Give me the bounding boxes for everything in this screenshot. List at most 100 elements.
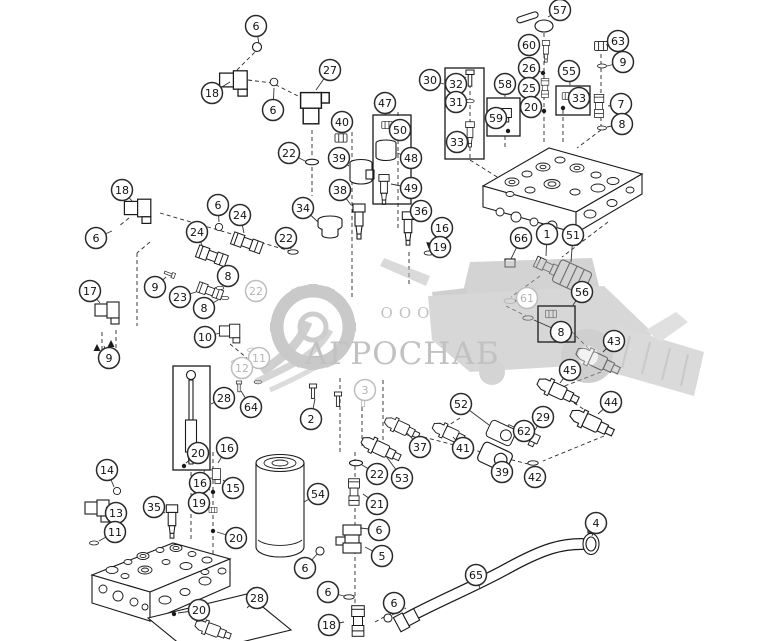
part-sensor — [541, 40, 551, 63]
part-oring — [597, 63, 607, 69]
callout-6: 6 — [316, 580, 340, 604]
part-bolt — [308, 383, 318, 399]
part-arrow — [92, 343, 102, 352]
callout-24: 24 — [185, 220, 209, 244]
svg-text:35: 35 — [147, 501, 161, 514]
svg-text:16: 16 — [220, 442, 234, 455]
callout-8: 8 — [610, 112, 634, 136]
callout-56: 56 — [570, 280, 594, 304]
watermark: ООО АГРОСНАБ — [254, 258, 704, 396]
callout-8: 8 — [216, 264, 240, 288]
callout-34: 34 — [291, 196, 315, 220]
callout-8: 8 — [192, 296, 216, 320]
part-dot — [181, 463, 187, 469]
callout-47: 47 — [373, 91, 397, 115]
callout-31: 31 — [444, 90, 468, 114]
watermark-company-prefix: ООО — [381, 304, 436, 322]
callout-38: 38 — [328, 178, 352, 202]
dashed-line — [573, 402, 589, 413]
svg-text:5: 5 — [379, 550, 386, 563]
callout-39: 39 — [327, 146, 351, 170]
callout-30: 30 — [418, 68, 442, 92]
callout-33: 33 — [567, 86, 591, 110]
dashed-line — [542, 435, 605, 462]
part-elbow — [123, 198, 152, 225]
part-fitting — [593, 94, 605, 118]
callout-18: 18 — [317, 613, 341, 637]
part-nut — [334, 133, 348, 143]
svg-text:54: 54 — [311, 488, 325, 501]
callout-10: 10 — [193, 325, 217, 349]
callout-18: 18 — [200, 81, 224, 105]
svg-text:65: 65 — [469, 569, 483, 582]
callout-36: 36 — [409, 199, 433, 223]
callout-33: 33 — [445, 130, 469, 154]
callout-49: 49 — [399, 176, 423, 200]
svg-text:53: 53 — [395, 472, 409, 485]
gear-icon — [270, 284, 356, 370]
svg-text:6: 6 — [215, 199, 222, 212]
svg-text:20: 20 — [191, 447, 205, 460]
part-oring — [215, 285, 225, 291]
part-dot — [210, 528, 216, 534]
svg-text:3: 3 — [362, 384, 369, 397]
part-fitting — [540, 78, 550, 98]
callout-50: 50 — [388, 118, 412, 142]
svg-text:23: 23 — [173, 291, 187, 304]
part-oring — [348, 459, 364, 467]
callout-9: 9 — [97, 346, 121, 370]
part-cap34 — [317, 215, 343, 239]
callout-5: 5 — [370, 544, 394, 568]
svg-text:24: 24 — [190, 226, 204, 239]
callout-66: 66 — [509, 226, 533, 250]
part-elbow — [218, 70, 248, 97]
callout-6: 6 — [84, 226, 108, 250]
svg-text:59: 59 — [489, 112, 503, 125]
part-tee — [335, 524, 362, 554]
callout-2: 2 — [299, 407, 323, 431]
svg-text:36: 36 — [414, 205, 428, 218]
svg-text:43: 43 — [607, 335, 621, 348]
callout-22: 22 — [274, 226, 298, 250]
callout-18: 18 — [110, 178, 134, 202]
part-oring — [304, 158, 320, 166]
watermark-company-name: АГРОСНАБ — [304, 336, 499, 372]
svg-text:22: 22 — [249, 285, 263, 298]
svg-text:14: 14 — [100, 464, 114, 477]
callout-63: 63 — [606, 29, 630, 53]
svg-text:7: 7 — [618, 98, 625, 111]
callout-17: 17 — [78, 279, 102, 303]
svg-text:25: 25 — [522, 82, 536, 95]
callout-20: 20 — [224, 526, 248, 550]
part-fitting — [194, 244, 230, 268]
svg-text:20: 20 — [524, 101, 538, 114]
dashed-line — [561, 221, 609, 258]
hose — [392, 538, 588, 633]
svg-text:11: 11 — [108, 526, 122, 539]
svg-text:6: 6 — [253, 20, 260, 33]
callout-19: 19 — [187, 491, 211, 515]
svg-text:62: 62 — [517, 425, 531, 438]
part-ring — [269, 77, 279, 87]
callout-11: 11 — [247, 346, 271, 370]
svg-text:6: 6 — [302, 562, 309, 575]
svg-text:33: 33 — [572, 92, 586, 105]
svg-text:8: 8 — [558, 326, 565, 339]
part-oring — [343, 594, 355, 600]
part-ring — [383, 613, 393, 623]
callout-27: 27 — [318, 58, 342, 82]
detail-box — [555, 85, 591, 116]
callout-6: 6 — [367, 518, 391, 542]
svg-text:21: 21 — [370, 498, 384, 511]
callout-55: 55 — [557, 59, 581, 83]
dashed-line — [229, 343, 248, 359]
callout-28: 28 — [245, 586, 269, 610]
svg-text:34: 34 — [296, 202, 310, 215]
detail-box — [172, 365, 211, 471]
svg-text:51: 51 — [566, 229, 580, 242]
svg-text:44: 44 — [604, 396, 618, 409]
part-oring — [220, 295, 230, 301]
callout-8: 8 — [549, 320, 573, 344]
callout-11: 11 — [103, 520, 127, 544]
